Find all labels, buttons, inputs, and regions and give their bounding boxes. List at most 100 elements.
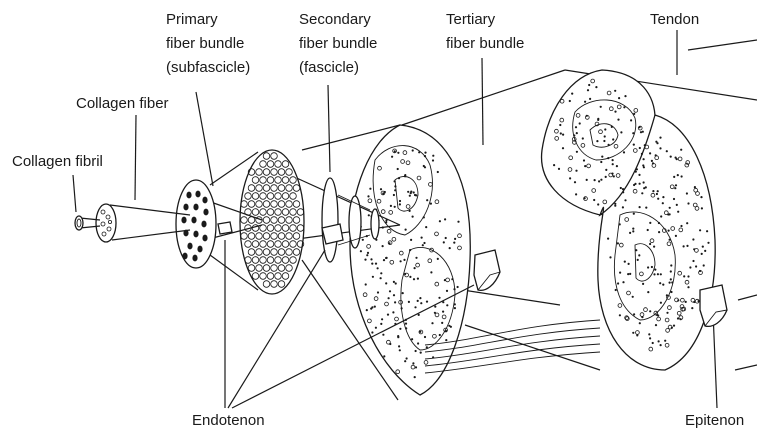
tissue-dot	[632, 332, 634, 334]
tissue-dot	[423, 242, 425, 244]
tissue-dot	[553, 164, 555, 166]
tissue-dot	[633, 184, 635, 186]
tissue-dot	[593, 199, 595, 201]
tissue-dot	[443, 241, 445, 243]
tissue-dot	[383, 259, 385, 261]
fiber-dot	[193, 231, 198, 238]
tissue-dot	[653, 273, 655, 275]
tissue-dot	[633, 213, 635, 215]
tissue-dot	[426, 199, 428, 201]
tissue-dot	[441, 322, 443, 324]
tissue-dot	[619, 272, 621, 274]
tissue-dot	[653, 246, 655, 248]
tissue-dot	[603, 140, 605, 142]
tissue-dot	[652, 162, 654, 164]
tissue-dot	[649, 310, 651, 312]
tissue-dot	[430, 203, 432, 205]
tissue-dot	[431, 322, 433, 324]
tissue-dot	[434, 306, 436, 308]
tissue-dot	[654, 269, 656, 271]
tissue-dot	[659, 147, 661, 149]
tissue-dot	[598, 180, 600, 182]
tissue-dot	[620, 131, 622, 133]
tissue-dot	[648, 333, 650, 335]
tissue-dot	[395, 282, 397, 284]
tissue-dot	[670, 156, 672, 158]
tissue-dot	[405, 327, 407, 329]
tissue-dot	[680, 225, 682, 227]
tissue-dot	[628, 263, 630, 265]
tissue-dot	[658, 340, 660, 342]
tissue-dot	[364, 259, 366, 261]
tissue-dot	[639, 147, 641, 149]
tissue-dot	[613, 175, 615, 177]
tissue-dot	[584, 101, 586, 103]
label-tertiary-line1: Tertiary	[446, 11, 496, 28]
tissue-dot	[398, 177, 400, 179]
tissue-dot	[669, 239, 671, 241]
tissue-dot	[408, 301, 410, 303]
fiber-dot	[202, 235, 207, 242]
endotenon-flap-secondary	[322, 224, 343, 244]
tissue-dot	[651, 160, 653, 162]
tissue-dot	[701, 253, 703, 255]
tissue-dot	[424, 155, 426, 157]
tissue-dot	[608, 144, 610, 146]
tissue-dot	[439, 220, 441, 222]
tissue-dot	[605, 169, 607, 171]
tissue-dot	[683, 245, 685, 247]
tissue-dot	[397, 152, 399, 154]
tissue-dot	[401, 307, 403, 309]
tissue-dot	[367, 252, 369, 254]
tissue-dot	[632, 228, 634, 230]
tissue-dot	[630, 119, 632, 121]
tissue-dot	[614, 205, 616, 207]
tissue-dot	[662, 196, 664, 198]
tissue-dot	[633, 113, 635, 115]
fiber-dot	[197, 246, 202, 253]
tissue-dot	[680, 318, 682, 320]
tissue-dot	[683, 275, 685, 277]
tissue-dot	[597, 203, 599, 205]
tissue-dot	[388, 297, 390, 299]
tissue-dot	[417, 300, 419, 302]
fiber-dot	[202, 197, 207, 204]
tissue-dot	[693, 248, 695, 250]
tissue-dot	[636, 168, 638, 170]
tissue-dot	[574, 181, 576, 183]
tissue-dot	[453, 288, 455, 290]
tissue-dot	[421, 237, 423, 239]
tissue-dot	[374, 306, 376, 308]
tissue-dot	[410, 192, 412, 194]
tissue-dot	[670, 278, 672, 280]
tissue-dot	[620, 187, 622, 189]
endotenon-flap-primary	[218, 222, 232, 234]
tissue-dot	[701, 207, 703, 209]
tissue-dot	[612, 163, 614, 165]
tissue-dot	[638, 174, 640, 176]
tissue-dot	[669, 207, 671, 209]
tissue-dot	[618, 97, 620, 99]
tissue-dot	[597, 119, 599, 121]
tissue-dot	[404, 360, 406, 362]
tissue-dot	[562, 134, 564, 136]
label-tendon: Tendon	[650, 11, 699, 28]
tissue-dot	[454, 238, 456, 240]
tissue-dot	[658, 231, 660, 233]
tissue-dot	[399, 349, 401, 351]
tissue-dot	[622, 281, 624, 283]
tissue-dot	[418, 151, 420, 153]
tissue-dot	[371, 263, 373, 265]
tissue-dot	[575, 126, 577, 128]
tissue-dot	[445, 237, 447, 239]
tissue-dot	[699, 229, 701, 231]
tissue-dot	[451, 278, 453, 280]
tissue-dot	[457, 221, 459, 223]
tissue-dot	[414, 267, 416, 269]
tissue-dot	[600, 179, 602, 181]
tissue-dot	[439, 334, 441, 336]
tissue-dot	[365, 283, 367, 285]
tissue-dot	[385, 282, 387, 284]
tissue-dot	[633, 144, 635, 146]
tissue-dot	[624, 95, 626, 97]
